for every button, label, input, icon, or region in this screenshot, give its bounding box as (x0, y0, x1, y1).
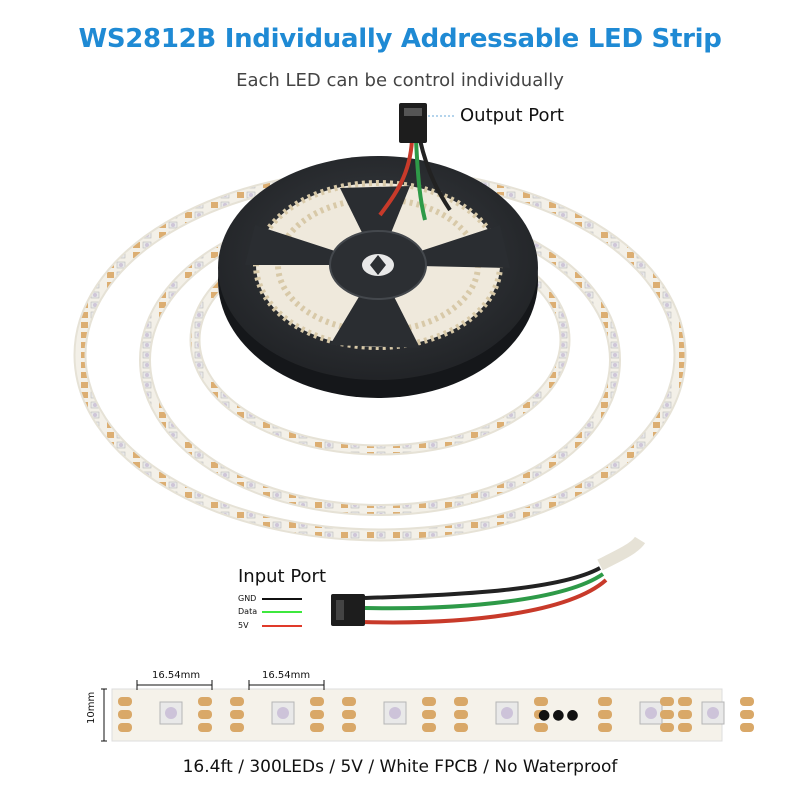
solder-pad (454, 710, 468, 719)
led-die (707, 707, 719, 719)
output-wire-red (378, 139, 414, 217)
solder-pad (118, 710, 132, 719)
solder-pad (534, 723, 548, 732)
wire-label-gnd: GND (238, 594, 257, 603)
solder-pad (422, 697, 436, 706)
wire-label-data: Data (238, 607, 258, 616)
solder-pad (198, 710, 212, 719)
output-wire-black (418, 139, 452, 212)
page-title: WS2812B Individually Addressable LED Str… (78, 24, 722, 54)
led-die (501, 707, 513, 719)
spec-footer: 16.4ft / 300LEDs / 5V / White FPCB / No … (182, 757, 618, 777)
solder-pad (678, 710, 692, 719)
strip-width-label: 10mm (86, 691, 97, 724)
solder-pad (310, 710, 324, 719)
solder-pad (230, 723, 244, 732)
led-spacing-label: 16.54mm (152, 670, 201, 681)
ellipsis: ●●● (538, 707, 581, 723)
solder-pad (454, 697, 468, 706)
solder-pad (422, 723, 436, 732)
reel-spoke (340, 186, 410, 265)
output-port-label: Output Port (460, 105, 564, 126)
solder-pad (198, 697, 212, 706)
solder-pad (598, 723, 612, 732)
led-die (645, 707, 657, 719)
solder-pad (660, 723, 674, 732)
led-die (277, 707, 289, 719)
solder-pad (740, 710, 754, 719)
solder-pad (198, 723, 212, 732)
solder-pad (740, 723, 754, 732)
solder-pad (678, 697, 692, 706)
solder-pad (678, 723, 692, 732)
strip-diagram (101, 680, 723, 742)
solder-pad (740, 697, 754, 706)
input-wire-black (364, 566, 601, 600)
solder-pad (342, 723, 356, 732)
solder-pad (310, 697, 324, 706)
solder-pad (422, 710, 436, 719)
reel-spoke (330, 265, 420, 348)
solder-pad (230, 697, 244, 706)
page-subtitle: Each LED can be control individually (236, 70, 564, 91)
solder-pad (118, 723, 132, 732)
solder-pad (534, 710, 548, 719)
solder-pad (598, 710, 612, 719)
solder-pad (660, 710, 674, 719)
input-wire-red (361, 578, 608, 625)
solder-pad (118, 697, 132, 706)
solder-pad (342, 710, 356, 719)
solder-pad (534, 697, 548, 706)
led-die (389, 707, 401, 719)
solder-pad (230, 710, 244, 719)
led-die (165, 707, 177, 719)
wire-label-5v: 5V (238, 621, 249, 630)
solder-pad (342, 697, 356, 706)
input-tail (597, 536, 646, 571)
output-wire-green (414, 139, 427, 221)
solder-pad (454, 723, 468, 732)
solder-pad (598, 697, 612, 706)
solder-pad (660, 697, 674, 706)
solder-pad (310, 723, 324, 732)
input-port-label: Input Port (238, 566, 327, 587)
led-cells (118, 697, 754, 732)
led-spacing-label: 16.54mm (262, 670, 311, 681)
input-wire-green (364, 572, 605, 611)
